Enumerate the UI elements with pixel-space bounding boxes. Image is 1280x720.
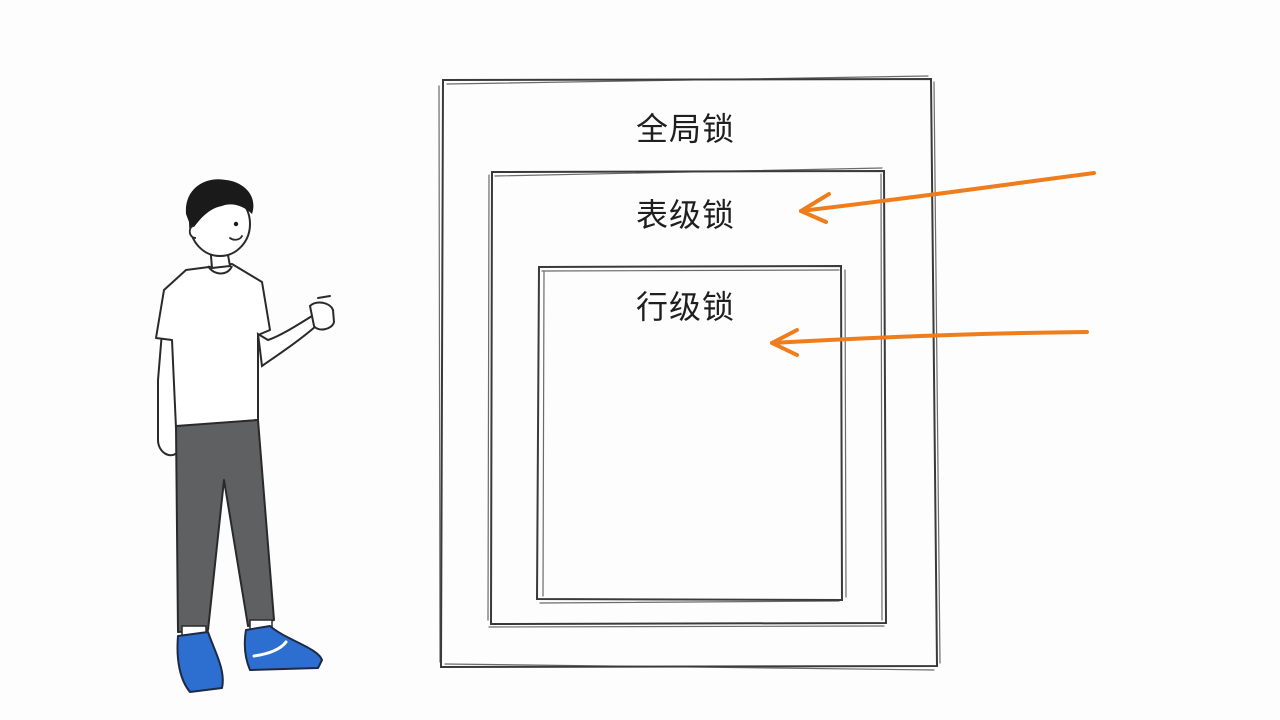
person-illustration <box>155 179 336 693</box>
global-lock-label: 全局锁 <box>636 110 736 148</box>
table-lock-box <box>487 167 888 628</box>
global-lock-box <box>438 75 941 671</box>
arrow-to-table-lock <box>799 171 1096 224</box>
row-lock-label: 行级锁 <box>636 288 736 326</box>
row-lock-box <box>535 264 847 604</box>
arrow-to-row-lock <box>770 328 1089 357</box>
table-lock-label: 表级锁 <box>636 196 736 234</box>
